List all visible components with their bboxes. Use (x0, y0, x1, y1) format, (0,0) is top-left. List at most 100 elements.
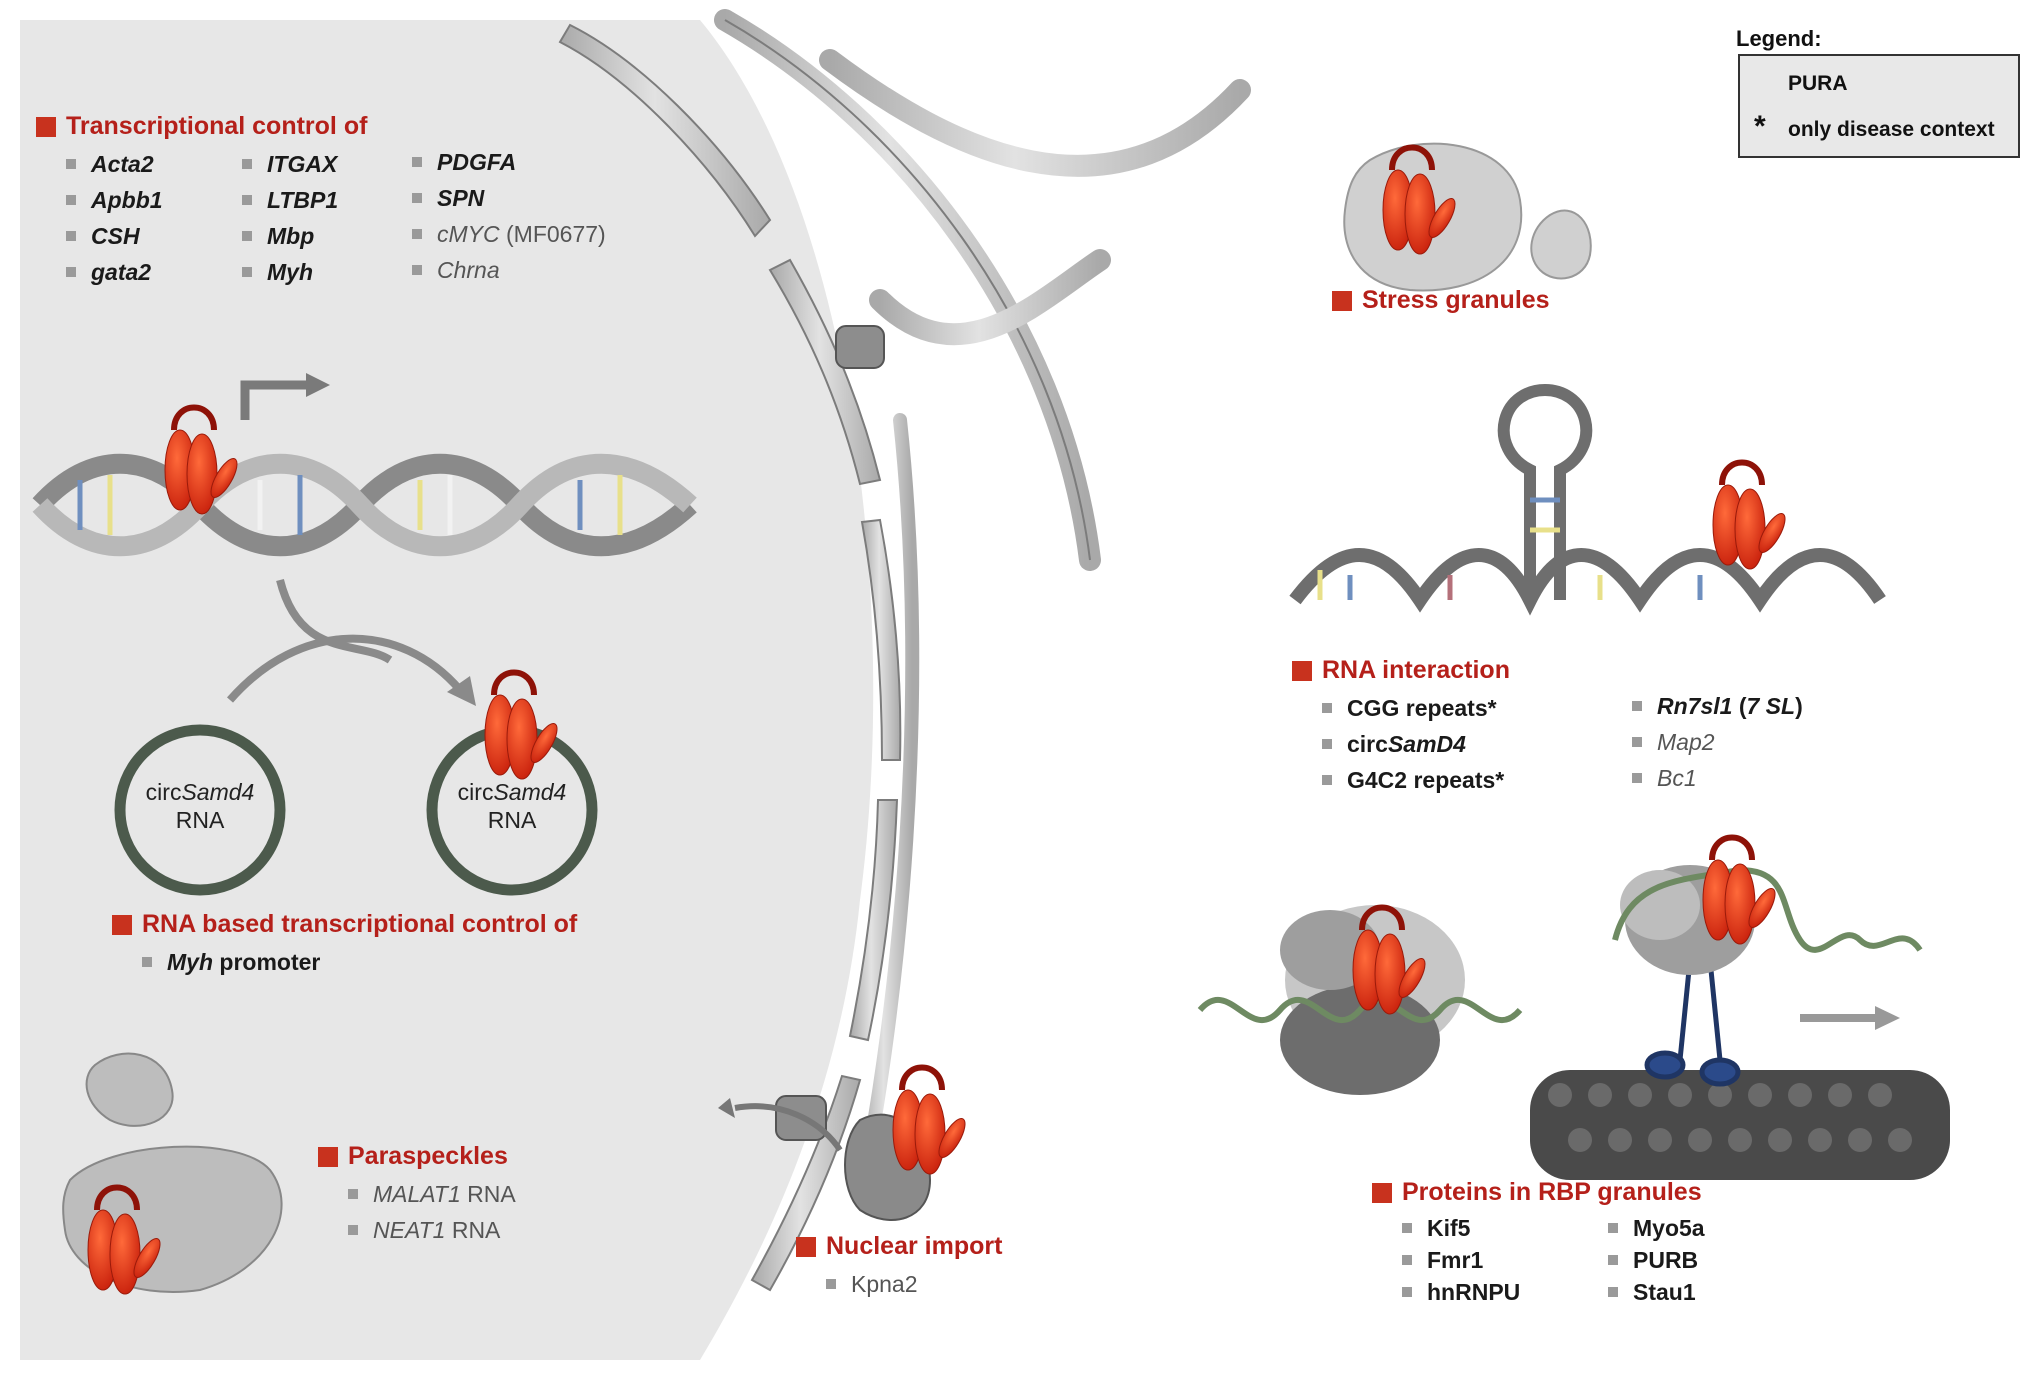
bullet-icon (1322, 739, 1332, 749)
protein-label: PURB (1633, 1246, 1699, 1273)
gene-note: RNA (460, 1180, 516, 1207)
section-marker-icon (36, 116, 56, 137)
rna-gene: Map2 (1657, 728, 1715, 755)
pura-nuclear-import (893, 1068, 970, 1175)
dna-helix (32, 453, 697, 557)
gene-note: (MF0677) (499, 220, 606, 247)
legend-pura-label: PURA (1788, 72, 1848, 95)
bullet-icon (242, 267, 252, 277)
gene-label: Myh (267, 258, 313, 285)
protein-label: Myo5a (1633, 1214, 1705, 1241)
transcriptional-col-1: Acta2 Apbb1 CSH gata2 (66, 146, 163, 290)
protein-label: Kpna2 (851, 1270, 918, 1297)
bullet-icon (66, 267, 76, 277)
bullet-icon (1632, 773, 1642, 783)
protein-label: Kif5 (1427, 1214, 1471, 1241)
bullet-icon (826, 1279, 836, 1289)
protein-label: Stau1 (1633, 1278, 1696, 1305)
section-marker-icon (112, 914, 132, 935)
circ-rna-label-left: circSamd4 RNA (145, 779, 255, 833)
paraspeckles-section: Paraspeckles MALAT1 RNA NEAT1 RNA (318, 1142, 618, 1252)
import-arrow (734, 1103, 843, 1152)
bullet-icon (242, 195, 252, 205)
bullet-icon (412, 157, 422, 167)
circ-rna-label-right: circSamd4 RNA (457, 779, 567, 833)
transcriptional-col-3: PDGFA SPN cMYC (MF0677) Chrna (412, 144, 606, 288)
transcriptional-col-2: ITGAX LTBP1 Mbp Myh (242, 146, 338, 290)
nucleus (20, 20, 874, 1360)
bullet-icon (412, 193, 422, 203)
microtubule (1530, 1070, 1950, 1180)
gene-label: NEAT1 (373, 1216, 446, 1243)
endoplasmic-reticulum (714, 9, 1251, 1207)
rna-interaction-title: RNA interaction (1292, 656, 1852, 685)
bullet-icon (1322, 703, 1332, 713)
legend-star-icon: * (1754, 110, 1766, 143)
mrna-right (1612, 866, 1923, 953)
bullet-icon (1402, 1287, 1412, 1297)
rna-gene: Rn7sl1 (1657, 692, 1733, 719)
gene-label: Acta2 (91, 150, 154, 177)
bullet-icon (242, 159, 252, 169)
section-marker-icon (318, 1146, 338, 1167)
pura-transport (1703, 838, 1780, 945)
gene-label: ITGAX (267, 150, 338, 177)
bullet-icon (1322, 775, 1332, 785)
gene-label: Chrna (437, 256, 500, 283)
paraspeckles-title: Paraspeckles (318, 1142, 618, 1171)
nuclear-import-title: Nuclear import (796, 1232, 1056, 1261)
rbp-granules-title: Proteins in RBP granules (1372, 1178, 1872, 1207)
section-marker-icon (1292, 660, 1312, 681)
gene-label: cMYC (437, 220, 500, 247)
bullet-icon (1608, 1223, 1618, 1233)
rna-label: circ (1347, 730, 1388, 757)
gene-label: LTBP1 (267, 186, 339, 213)
legend: PURA * only disease context (1738, 54, 2020, 158)
nuclear-import-section: Nuclear import Kpna2 (796, 1232, 1056, 1312)
transcriptional-control-section: Transcriptional control of Acta2 Apbb1 C… (36, 112, 656, 302)
gene-label: PDGFA (437, 148, 517, 175)
bullet-icon (66, 159, 76, 169)
pura-on-rna (1713, 463, 1790, 570)
protein-label: Fmr1 (1427, 1246, 1484, 1273)
rna-based-control-title: RNA based transcriptional control of (112, 910, 672, 939)
motor-protein (1644, 959, 1741, 1087)
rbp-granules-section: Proteins in RBP granules Kif5 Fmr1 hnRNP… (1372, 1178, 1872, 1318)
transcription-start-arrow (240, 380, 310, 420)
stress-granules-section: Stress granules (1332, 286, 1592, 326)
gene-label: gata2 (91, 258, 152, 285)
bullet-icon (1632, 737, 1642, 747)
section-marker-icon (1332, 290, 1352, 311)
circ-rna-ring-left (114, 724, 286, 896)
gene-label: MALAT1 (373, 1180, 461, 1207)
bullet-icon (412, 229, 422, 239)
bullet-icon (1402, 1255, 1412, 1265)
legend-star-label: only disease context (1788, 118, 1995, 141)
gene-label: Apbb1 (91, 186, 163, 213)
gene-label: SPN (437, 184, 485, 211)
bullet-icon (242, 231, 252, 241)
rna-based-control-section: RNA based transcriptional control of Myh… (112, 910, 672, 990)
bullet-icon (1608, 1255, 1618, 1265)
rna-label: G4C2 repeats* (1347, 766, 1505, 793)
bullet-icon (348, 1189, 358, 1199)
section-marker-icon (1372, 1182, 1392, 1203)
transcriptional-control-title: Transcriptional control of (36, 112, 656, 141)
stress-granules-title: Stress granules (1332, 286, 1592, 315)
nuclear-pore-top (835, 325, 885, 369)
protein-label: hnRNPU (1427, 1278, 1521, 1305)
rna-gene: Bc1 (1657, 764, 1697, 791)
gene-label: Mbp (267, 222, 315, 249)
rna-hairpin (1289, 384, 1886, 616)
bullet-icon (66, 231, 76, 241)
paraspeckle-small (85, 1052, 174, 1127)
stress-granule-small (1530, 209, 1592, 280)
gene-note: promoter (213, 948, 321, 975)
bullet-icon (412, 265, 422, 275)
mrna-left (1197, 996, 1523, 1024)
bullet-icon (142, 957, 152, 967)
section-marker-icon (796, 1236, 816, 1257)
rna-gene: SamD4 (1387, 730, 1466, 757)
